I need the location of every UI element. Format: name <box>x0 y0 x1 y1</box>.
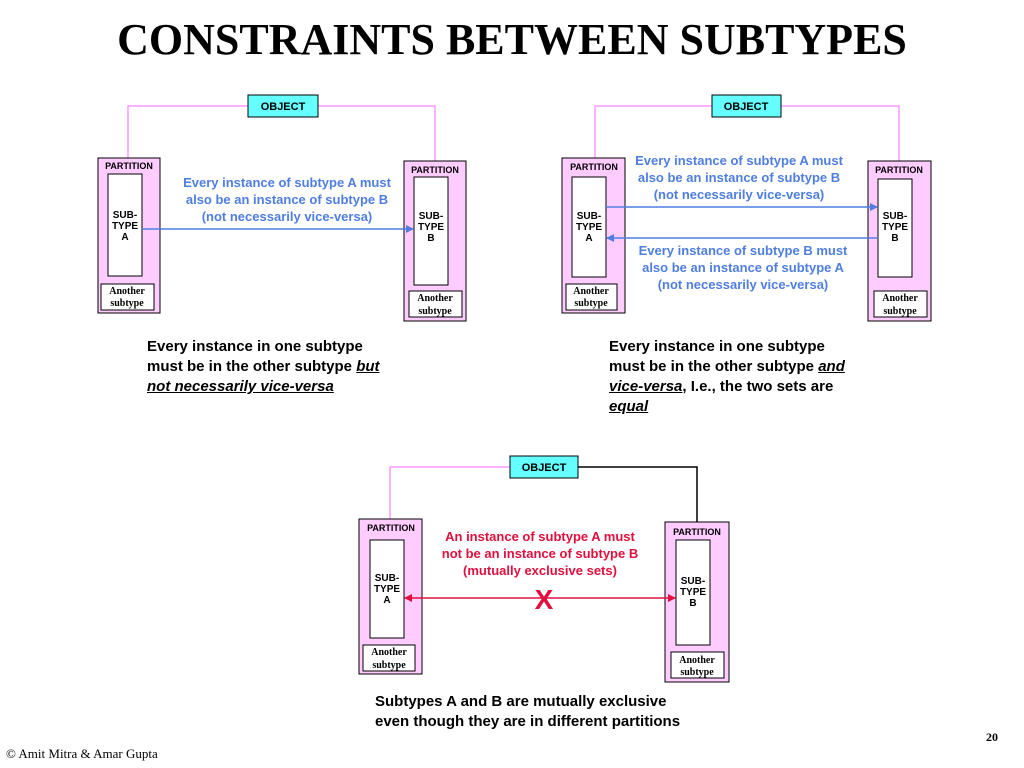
subtype-a-label: SUB- <box>113 210 137 221</box>
subtype-a-label: TYPE <box>374 584 400 595</box>
another-subtype-label: Another <box>573 286 609 297</box>
note-line: (not necessarily vice-versa) <box>658 277 829 292</box>
another-subtype-label: subtype <box>680 667 714 678</box>
note-line: (not necessarily vice-versa) <box>654 187 825 202</box>
another-subtype-label: Another <box>679 655 715 666</box>
another-subtype-box <box>565 283 618 311</box>
subtype-b-label: SUB- <box>419 211 443 222</box>
partition-label: PARTITION <box>367 523 415 533</box>
note-line: also be an instance of subtype A <box>642 260 844 275</box>
subtype-b-label: SUB- <box>681 576 705 587</box>
subtype-b-label: TYPE <box>680 587 706 598</box>
partition-label: PARTITION <box>570 162 618 172</box>
diagram-subset: OBJECT PARTITION SUB- TYPE A Another sub… <box>97 94 467 322</box>
diagram-exclusive: OBJECT PARTITION SUB- TYPE A Another sub… <box>358 455 730 683</box>
note-line: not be an instance of subtype B <box>442 546 638 561</box>
partition-label: PARTITION <box>411 165 459 175</box>
exclusion-mark: X <box>535 584 554 615</box>
subtype-b-box <box>877 178 913 278</box>
another-subtype-label: subtype <box>372 660 406 671</box>
subtype-a-label: A <box>585 233 592 244</box>
another-subtype-box <box>873 290 928 318</box>
another-subtype-label: subtype <box>883 306 917 317</box>
copyright-footer: © Amit Mitra & Amar Gupta <box>6 746 158 761</box>
subtype-b-label: SUB- <box>883 211 907 222</box>
connector-line <box>594 105 712 158</box>
object-box <box>711 94 782 118</box>
subtype-a-label: TYPE <box>112 221 138 232</box>
another-subtype-label: subtype <box>418 306 452 317</box>
object-box <box>247 94 319 118</box>
subtype-a-label: A <box>121 232 128 243</box>
caption-exclusive: Subtypes A and B are mutually exclusive … <box>375 693 681 730</box>
note-line: An instance of subtype A must <box>445 529 635 544</box>
page-title: CONSTRAINTS BETWEEN SUBTYPES <box>117 15 907 64</box>
note-line: Every instance of subtype B must <box>639 243 848 258</box>
subtype-a-label: A <box>383 595 390 606</box>
another-subtype-label: Another <box>371 647 407 658</box>
note-line: also be an instance of subtype B <box>186 192 388 207</box>
partition-label: PARTITION <box>875 165 923 175</box>
subtype-b-box <box>675 539 711 646</box>
another-subtype-label: Another <box>109 286 145 297</box>
subtype-b-label: TYPE <box>418 222 444 233</box>
note-line: Every instance of subtype A must <box>183 175 391 190</box>
partition-label: PARTITION <box>105 161 153 171</box>
another-subtype-box <box>100 283 155 311</box>
partition-label: PARTITION <box>673 527 721 537</box>
subtype-a-box <box>369 539 405 639</box>
subtype-a-label: SUB- <box>577 211 601 222</box>
caption-subset: Every instance in one subtype must be in… <box>147 338 380 395</box>
note-line: (not necessarily vice-versa) <box>202 209 373 224</box>
caption-equal: Every instance in one subtype must be in… <box>609 338 845 415</box>
connector-line <box>578 466 698 522</box>
object-label: OBJECT <box>261 101 306 113</box>
note-line: also be an instance of subtype B <box>638 170 840 185</box>
object-label: OBJECT <box>522 462 567 474</box>
subtype-a-label: SUB- <box>375 573 399 584</box>
another-subtype-label: Another <box>882 293 918 304</box>
subtype-b-label: B <box>427 233 434 244</box>
another-subtype-label: subtype <box>574 298 608 309</box>
note-line: (mutually exclusive sets) <box>463 563 617 578</box>
subtype-a-box <box>571 176 607 278</box>
connector-line <box>781 105 900 161</box>
subtype-a-box <box>107 173 143 277</box>
another-subtype-label: subtype <box>110 298 144 309</box>
subtype-b-label: B <box>689 598 696 609</box>
diagram-equal: OBJECT PARTITION SUB- TYPE A Another sub… <box>561 94 932 322</box>
connector-line <box>318 105 436 161</box>
another-subtype-box <box>408 290 463 318</box>
another-subtype-box <box>362 644 416 672</box>
subtype-a-label: TYPE <box>576 222 602 233</box>
object-label: OBJECT <box>724 101 769 113</box>
another-subtype-label: Another <box>417 293 453 304</box>
subtype-b-label: TYPE <box>882 222 908 233</box>
note-line: Every instance of subtype A must <box>635 153 843 168</box>
subtype-b-label: B <box>891 233 898 244</box>
page-number: 20 <box>986 730 998 744</box>
subtype-b-box <box>413 176 449 286</box>
object-box <box>509 455 579 479</box>
connector-line <box>389 466 510 519</box>
connector-line <box>127 105 248 158</box>
another-subtype-box <box>670 651 725 679</box>
